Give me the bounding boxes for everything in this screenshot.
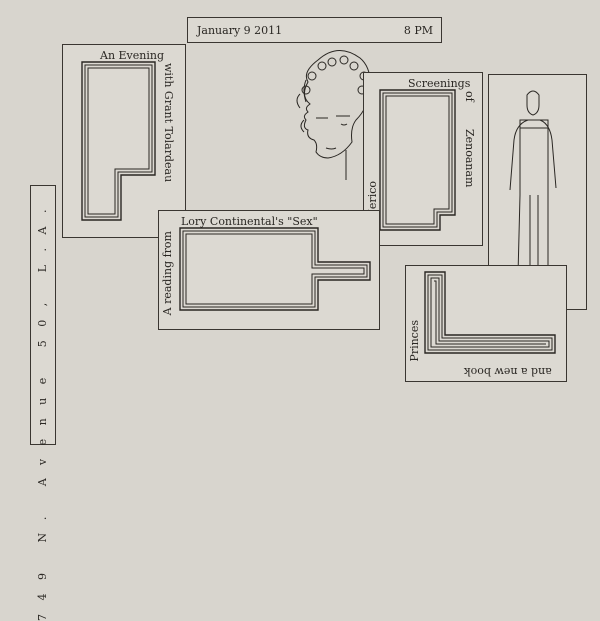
reading-frame-ornament (179, 227, 371, 311)
screenings-of: of (463, 91, 476, 102)
princes-box: Princes and a new book (405, 265, 567, 382)
princes-frame-ornament (424, 271, 556, 354)
screenings-title: Screenings (408, 77, 471, 90)
reading-title: Lory Continental's "Sex" (181, 215, 318, 228)
evening-frame-ornament (81, 61, 156, 221)
screenings-name-right: Zenoanam (463, 129, 476, 188)
face-illustration (296, 50, 371, 180)
screenings-frame-ornament (379, 89, 456, 231)
evening-subtitle: with Grant Tolardeau (162, 63, 175, 183)
header-date-box: January 9 2011 8 PM (187, 17, 442, 43)
event-date: January 9 2011 (197, 24, 283, 37)
event-time: 8 PM (403, 24, 433, 37)
address-box: 749 N. Avenue 50, L.A. (30, 185, 56, 621)
evening-title: An Evening (100, 49, 165, 62)
